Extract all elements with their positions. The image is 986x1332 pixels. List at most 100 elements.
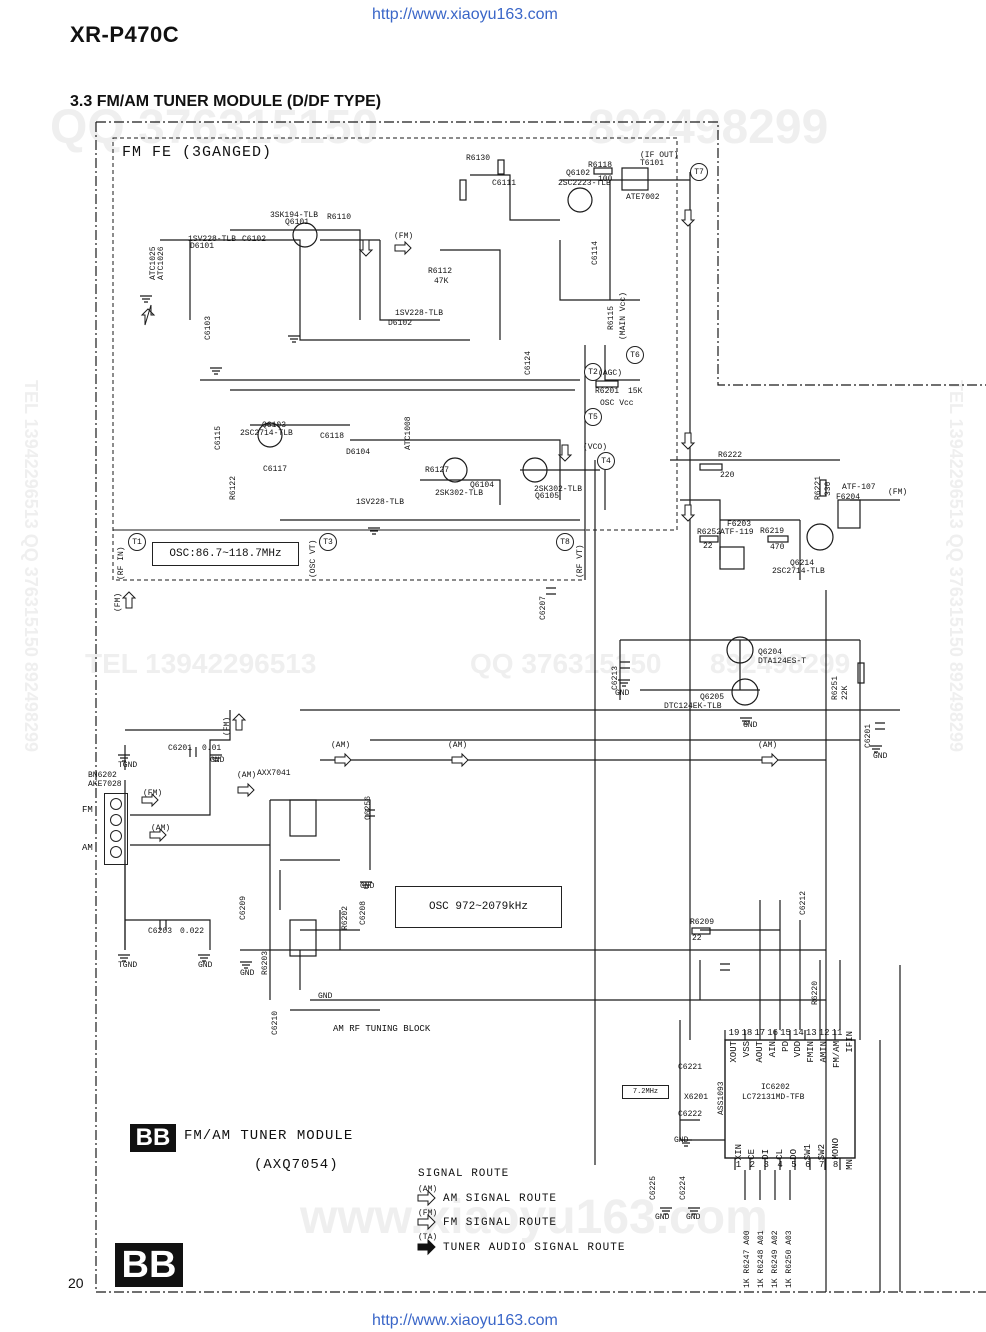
bus-r6248: 1K R6248 A01 — [757, 1230, 766, 1288]
q6102-ref: Q6102 — [566, 169, 591, 178]
main-vcc-label: (MAIN Vcc) — [619, 291, 628, 340]
watermark-left-vertical: TEL 13942296513 QQ 376315150 892498299 — [21, 380, 41, 752]
bus-r6249: 1K R6249 A02 — [771, 1230, 780, 1288]
r6221-val: 330 — [824, 481, 833, 496]
crystal-freq-box: 7.2MHz — [622, 1085, 669, 1099]
r6202-ref: R6202 — [341, 905, 350, 930]
c6118-ref: C6118 — [320, 432, 345, 441]
q6101-ref: Q6101 — [285, 218, 310, 227]
q6204-part: DTA124ES-T — [758, 657, 807, 666]
connector-pin-2 — [110, 814, 122, 826]
crystal-part: ASS1093 — [717, 1081, 726, 1115]
gnd-top-left: GND — [210, 756, 225, 765]
legend-ta-text: TUNER AUDIO SIGNAL ROUTE — [443, 1242, 626, 1254]
am-rf-block-label: AM RF TUNING BLOCK — [333, 1024, 431, 1034]
r6220-ref: R6220 — [811, 980, 820, 1005]
d6101-ref: D6101 — [190, 242, 215, 251]
header-url[interactable]: http://www.xiaoyu163.com — [372, 6, 558, 23]
r6251-val: 22K — [841, 685, 850, 700]
r6252-val: 22 — [703, 542, 713, 551]
r6222-ref: R6222 — [718, 451, 743, 460]
c6207-ref: C6207 — [539, 595, 548, 620]
q6104-part: 2SK302-TLB — [435, 489, 484, 498]
r6130-ref: R6130 — [466, 154, 491, 163]
crystal-ref: X6201 — [684, 1093, 709, 1102]
module-badge: BB — [130, 1124, 176, 1152]
f6203-part: ATF-119 — [720, 528, 754, 537]
watermark-qq-top: QQ 376315150 — [50, 101, 379, 154]
terminal-t5: T5 — [584, 408, 602, 426]
q6102-part: 2SC2223-TLB — [558, 179, 611, 188]
fm-fe-label: FM FE (3GANGED) — [122, 144, 273, 161]
terminal-t2: T2 — [584, 363, 602, 381]
r6209-ref: R6209 — [690, 918, 715, 927]
d6102-part: 1SV228-TLB — [395, 309, 444, 318]
antenna-connector — [104, 793, 128, 865]
c6222-ref: C6222 — [678, 1110, 703, 1119]
legend-ta-tag: (TA) — [418, 1233, 438, 1242]
terminal-t7: T7 — [690, 163, 708, 181]
if-out-label: (IF OUT) — [640, 151, 679, 160]
connector-pin-3 — [110, 830, 122, 842]
fm-route-left: (FM) — [114, 592, 123, 612]
q6103-part: 2SC2714-TLB — [240, 429, 293, 438]
watermark-right-vertical: TEL 13942296513 QQ 376315150 892498299 — [946, 380, 966, 752]
q6103-ref: Q6103 — [262, 421, 287, 430]
rf-in-label: (RF IN) — [117, 546, 126, 580]
ic-pin-top-9: IFIN — [844, 1031, 855, 1053]
f6203-ref: F6203 — [727, 520, 752, 529]
gnd-right: GND — [873, 752, 888, 761]
legend-am: AM SIGNAL ROUTE — [443, 1193, 557, 1205]
c6115-ref: C6115 — [214, 425, 223, 450]
watermark-qq-mid: QQ 376315150 — [470, 648, 662, 679]
watermark-phone-top: 892498299 — [588, 101, 829, 154]
am-route-2: (AM) — [448, 741, 468, 750]
legend-title: SIGNAL ROUTE — [418, 1168, 509, 1180]
model-title: XR-P470C — [70, 22, 180, 47]
c6203-ref: C6203 — [148, 927, 173, 936]
connector-fm-pin: FM — [82, 805, 93, 815]
terminal-t6: T6 — [626, 346, 644, 364]
r6118-ref: R6118 — [588, 161, 613, 170]
osc-am-text: OSC 972~2079kHz — [428, 901, 529, 913]
bus-r6250: 1K R6250 A03 — [785, 1230, 794, 1288]
watermark-bottom: www.xiaoyu163.com — [300, 1191, 768, 1244]
r6209-val: 22 — [692, 934, 702, 943]
r6201-val: 15K — [628, 387, 643, 396]
gnd-c6224: GND — [686, 1213, 701, 1222]
osc-fm-text: OSC:86.7~118.7MHz — [169, 548, 282, 560]
vco-label: (VCO) — [583, 443, 608, 452]
osc-am-box: OSC 972~2079kHz — [395, 886, 562, 928]
c6213-ref: C6213 — [611, 665, 620, 690]
footer-url[interactable]: http://www.xiaoyu163.com — [372, 1312, 558, 1329]
r6110-ref: R6110 — [327, 213, 352, 222]
terminal-t1: T1 — [128, 533, 146, 551]
am-route-1: (AM) — [331, 741, 351, 750]
connector-ref: BN6202 — [88, 771, 117, 780]
atc1008-part: ATC1008 — [404, 416, 413, 450]
connector-part: AKE7028 — [88, 780, 122, 789]
ic-part: LC72131MD-TFB — [742, 1093, 805, 1102]
c6117-ref: C6117 — [263, 465, 288, 474]
am-block-in-label: (AM) — [237, 771, 257, 780]
c6201-left-ref: C6201 — [168, 744, 193, 753]
r6201-ref: R6201 — [595, 387, 620, 396]
terminal-t3: T3 — [319, 533, 337, 551]
q6104-ref: Q6104 — [470, 481, 495, 490]
legend-fm-text: FM SIGNAL ROUTE — [443, 1217, 558, 1229]
gnd-q6205: GND — [743, 721, 758, 730]
r6203-ref: R6203 — [261, 950, 270, 975]
d6104-part: 1SV228-TLB — [356, 498, 405, 507]
bus-r6247: 1K R6247 A00 — [743, 1230, 752, 1288]
